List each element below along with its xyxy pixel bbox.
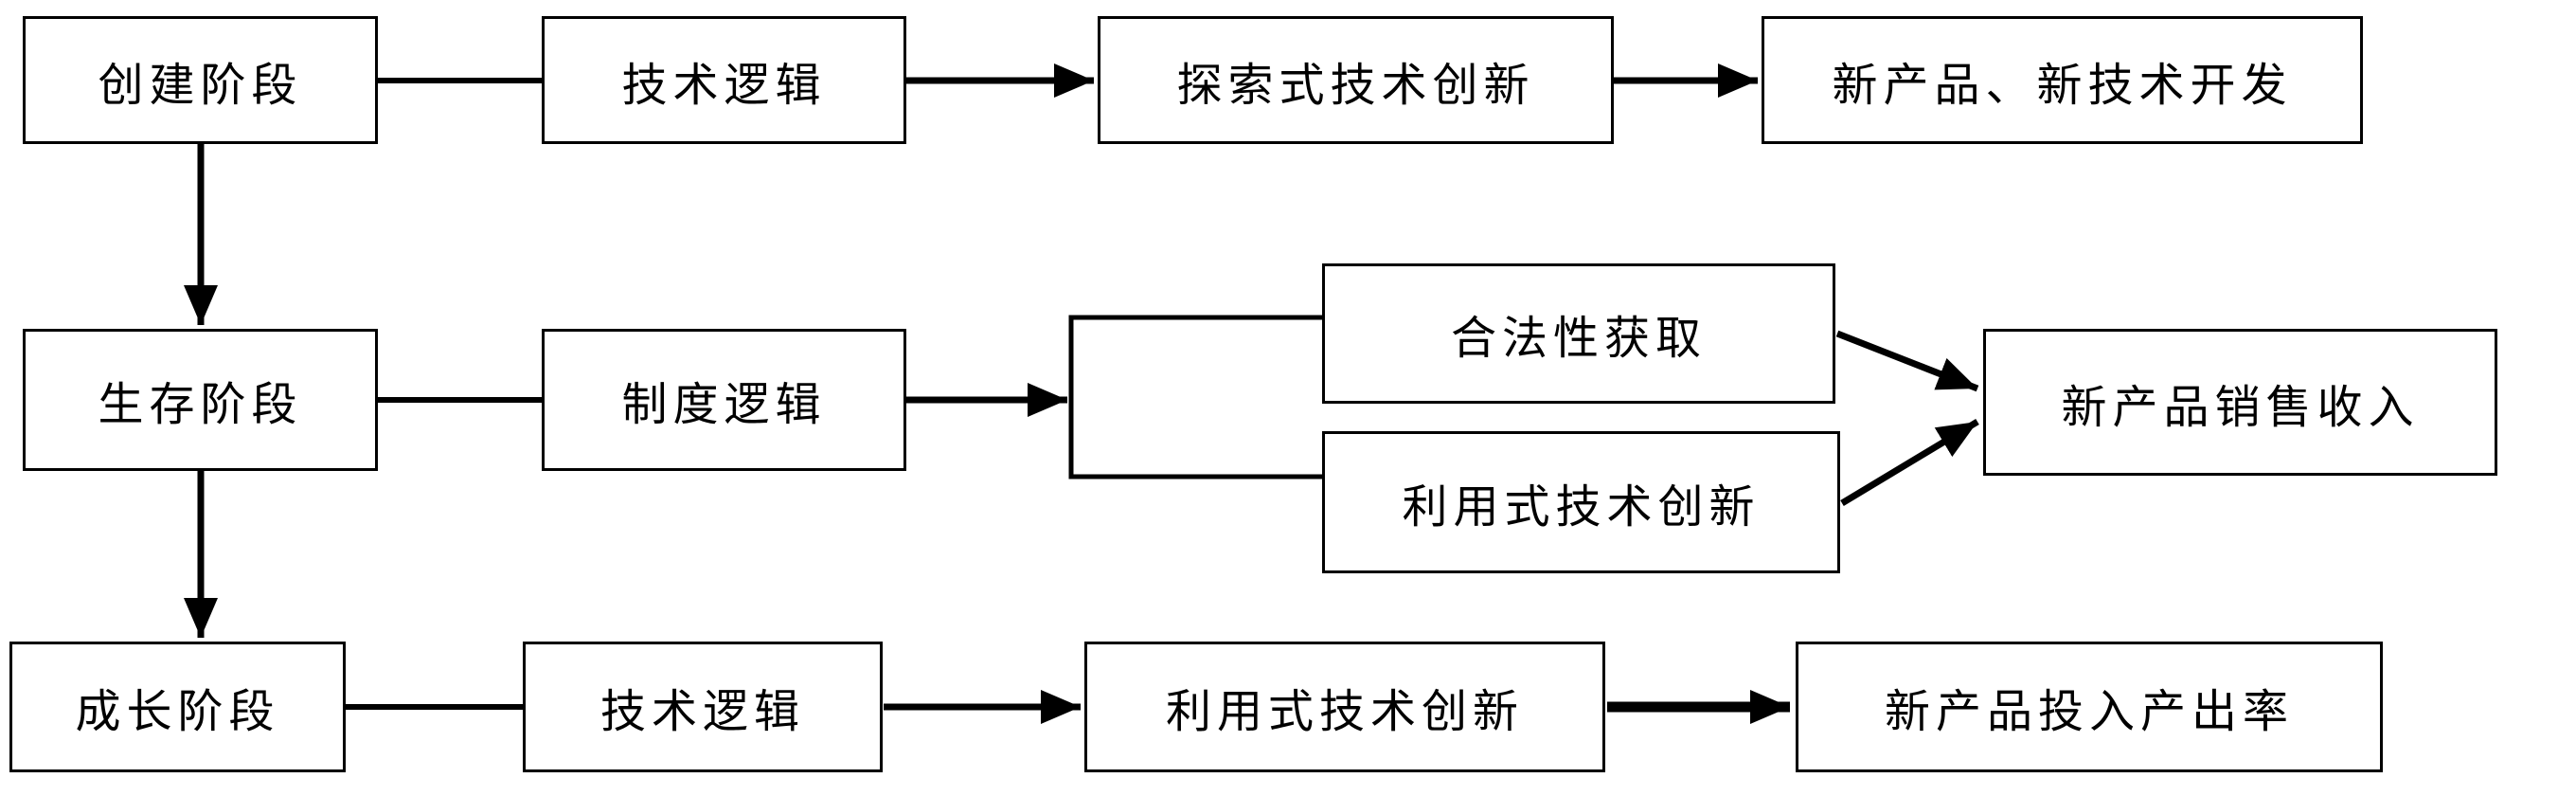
node-stage-survival: 生存阶段: [23, 329, 378, 471]
node-stage-creation: 创建阶段: [23, 16, 378, 144]
node-institutional-logic: 制度逻辑: [542, 329, 906, 471]
arrow-exploitmid-to-sales: [1840, 419, 1979, 506]
branch-bracket: [1068, 315, 1324, 479]
node-new-product-input-output-ratio: 新产品投入产出率: [1796, 642, 2383, 772]
node-stage-growth: 成长阶段: [9, 642, 346, 772]
arrow-legitimacy-to-sales: [1835, 330, 1979, 392]
node-exploitative-innovation-bottom: 利用式技术创新: [1084, 642, 1605, 772]
node-exploitative-innovation-middle: 利用式技术创新: [1322, 431, 1840, 573]
node-technology-logic-top: 技术逻辑: [542, 16, 906, 144]
node-technology-logic-bottom: 技术逻辑: [523, 642, 883, 772]
node-new-product-tech-development: 新产品、新技术开发: [1762, 16, 2363, 144]
node-exploratory-innovation: 探索式技术创新: [1098, 16, 1614, 144]
node-new-product-sales-revenue: 新产品销售收入: [1983, 329, 2497, 476]
node-legitimacy-acquisition: 合法性获取: [1322, 263, 1835, 404]
